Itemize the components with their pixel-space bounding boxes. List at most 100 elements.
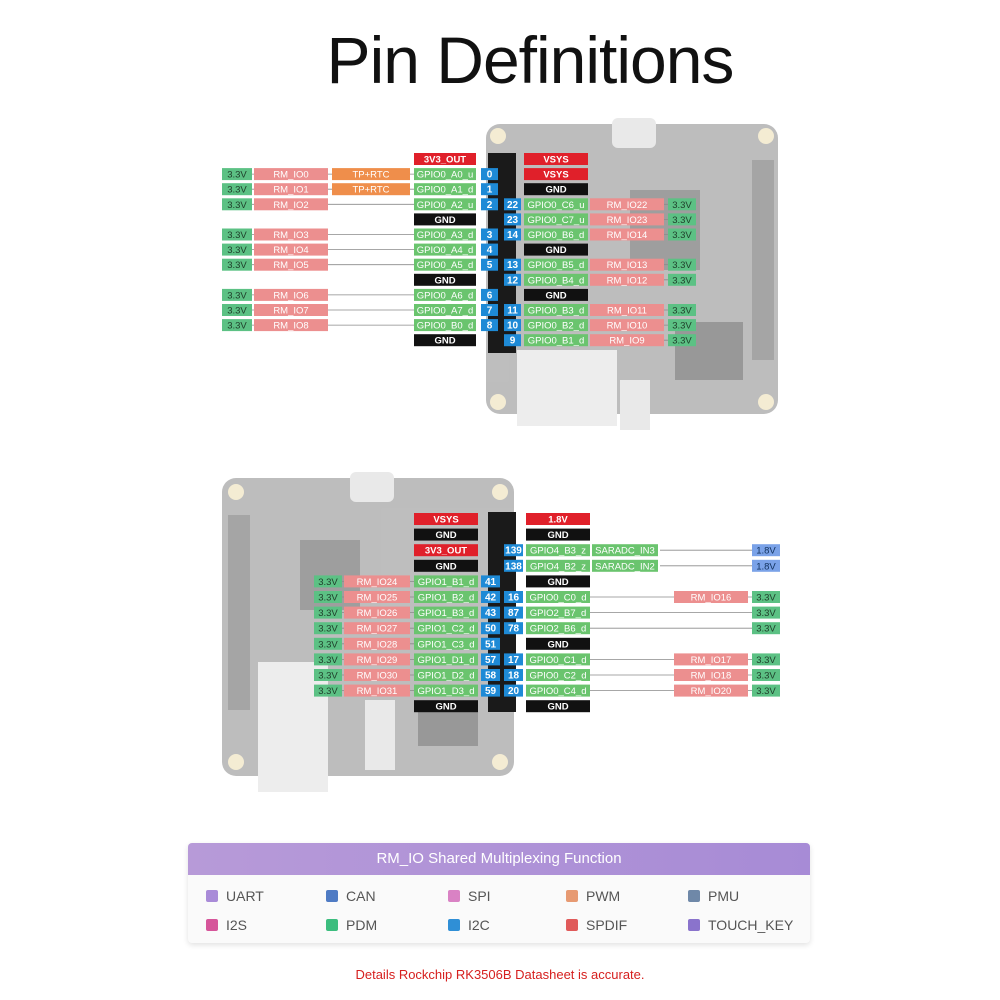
rm-io-label-box xyxy=(674,684,748,697)
page-title: Pin Definitions xyxy=(326,23,735,97)
tp-rtc-label: TP+RTC xyxy=(352,185,389,196)
gpio-number-box xyxy=(481,622,500,635)
saradc-label-box xyxy=(592,544,658,557)
rm-io-label: RM_IO29 xyxy=(357,655,398,666)
rm-io-label-box xyxy=(674,669,748,681)
pin-function: GPIO0_C4_d xyxy=(529,686,586,697)
legend-item-label: SPI xyxy=(468,888,491,904)
voltage-label-box xyxy=(314,653,342,666)
rm-io-label-box xyxy=(344,637,410,650)
voltage-label-box xyxy=(668,319,696,332)
gpio-number: 58 xyxy=(485,671,497,682)
legend-swatch xyxy=(326,890,338,902)
voltage-label-box xyxy=(752,669,780,681)
rm-io-label: RM_IO2 xyxy=(273,200,308,211)
pin-function-box xyxy=(414,304,476,316)
pin-function: GND xyxy=(545,185,566,196)
rm-io-label: RM_IO28 xyxy=(357,639,398,650)
pin-function-box xyxy=(414,288,476,301)
gpio-number-box xyxy=(481,183,498,196)
pin-function: GPIO0_A0_u xyxy=(417,170,474,181)
footer-note: Details Rockchip RK3506B Datasheet is ac… xyxy=(355,967,645,982)
gpio-number: 10 xyxy=(507,321,519,332)
pin-function-box xyxy=(414,684,478,697)
voltage-label: 3.3V xyxy=(227,230,247,241)
rm-io-label-box xyxy=(344,575,410,588)
rm-io-label: RM_IO10 xyxy=(607,321,648,332)
rm-io-label-box xyxy=(344,591,410,603)
pin-function-box xyxy=(524,243,588,256)
legend-swatch xyxy=(448,919,460,931)
pin-function: GND xyxy=(547,639,568,650)
pin-function: GPIO0_C2_d xyxy=(529,671,586,682)
gpio-number-box xyxy=(481,575,500,588)
pin-function-box xyxy=(414,559,478,572)
rm-io-label-box xyxy=(254,183,328,196)
pin-function: GPIO4_B3_z xyxy=(530,546,586,557)
voltage-label-box xyxy=(668,258,696,271)
pin-function-box xyxy=(526,669,590,681)
pin-function: GPIO4_B2_z xyxy=(530,561,586,572)
gpio-number: 16 xyxy=(508,593,520,604)
rm-io-label-box xyxy=(590,258,664,271)
rm-io-label: RM_IO11 xyxy=(607,306,647,317)
voltage-label: 3.3V xyxy=(227,260,247,271)
pin-function: GPIO0_A5_d xyxy=(417,260,474,271)
pin-function-box xyxy=(524,334,588,347)
voltage-label-box xyxy=(314,637,342,650)
voltage-label: 3.3V xyxy=(227,306,247,317)
gpio-number-box xyxy=(504,258,521,271)
rm-io-label: RM_IO24 xyxy=(357,577,398,588)
usb-c-port xyxy=(612,118,656,148)
rm-io-label: RM_IO3 xyxy=(273,230,308,241)
rm-io-label-box xyxy=(590,304,664,316)
gpio-number-box xyxy=(481,319,498,332)
rm-io-label: RM_IO7 xyxy=(273,306,308,317)
pin-function-box xyxy=(414,153,476,165)
voltage-label-box xyxy=(668,213,696,226)
voltage-label: 3.3V xyxy=(318,671,338,682)
gpio-number: 138 xyxy=(505,561,522,572)
tp-rtc-label: TP+RTC xyxy=(352,170,389,181)
pin-function-box xyxy=(414,513,478,525)
pin-function: GPIO0_A2_u xyxy=(417,200,474,211)
voltage-label: 3.3V xyxy=(672,215,692,226)
legend-swatch xyxy=(448,890,460,902)
voltage-label: 3.3V xyxy=(318,624,338,635)
pin-function: GPIO1_D3_d xyxy=(417,686,474,697)
rm-io-label: RM_IO12 xyxy=(607,275,648,286)
voltage-label: 3.3V xyxy=(227,170,247,181)
rm-io-label-box xyxy=(674,591,748,603)
legend-item-label: SPDIF xyxy=(586,917,628,933)
voltage-label: 3.3V xyxy=(318,655,338,666)
pin-function-box xyxy=(414,528,478,541)
gpio-number: 7 xyxy=(487,306,493,317)
gpio-number-box xyxy=(481,606,500,619)
rm-io-label: RM_IO0 xyxy=(273,170,308,181)
pin-function-box xyxy=(524,273,588,286)
gpio-number: 42 xyxy=(485,593,497,604)
rm-io-label: RM_IO9 xyxy=(609,336,644,347)
voltage-label-box xyxy=(752,684,780,697)
rm-io-label: RM_IO6 xyxy=(273,290,308,301)
gpio-number: 11 xyxy=(507,306,518,317)
mount-hole xyxy=(228,484,244,500)
pin-function: GND xyxy=(547,577,568,588)
pin-function: GPIO0_B5_d xyxy=(528,260,585,271)
gpio-number: 20 xyxy=(508,686,520,697)
rm-io-label: RM_IO26 xyxy=(357,608,398,619)
voltage-label: 3.3V xyxy=(227,185,247,196)
pin-function: GND xyxy=(435,561,456,572)
gpio-number-box xyxy=(481,591,500,603)
legend-item-label: UART xyxy=(226,888,264,904)
pin-function-box xyxy=(526,606,590,619)
pin-function-box xyxy=(526,544,590,557)
legend-item-label: PMU xyxy=(708,888,740,904)
pin-function: GPIO1_D2_d xyxy=(417,671,474,682)
pin-function-box xyxy=(526,653,590,666)
gpio-number-box xyxy=(504,591,523,603)
voltage-label: 3.3V xyxy=(672,230,692,241)
pin-function: GND xyxy=(435,530,456,541)
